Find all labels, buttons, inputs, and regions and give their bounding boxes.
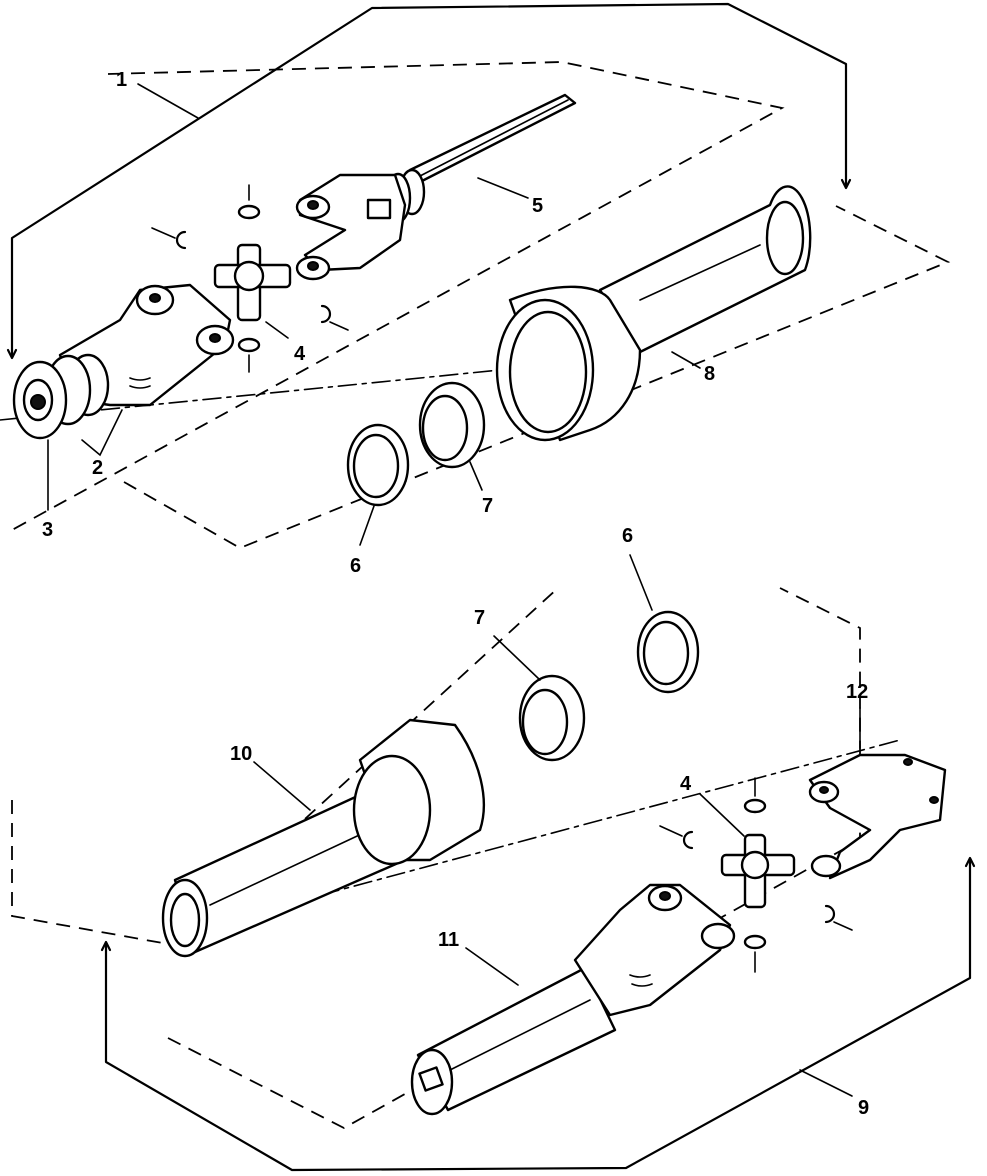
ujoint-cross-part-4-upper (151, 184, 349, 373)
snap-ring-part-6-upper (346, 423, 410, 507)
callout-3: 3 (42, 519, 53, 541)
callout-6-upper: 6 (350, 555, 361, 577)
bracket-assembly-9 (100, 856, 976, 1172)
ujoint-cross-part-4-lower (659, 777, 853, 973)
callout-8: 8 (704, 363, 715, 385)
leader-lines (47, 83, 861, 1097)
outer-tube-part-8 (495, 185, 812, 442)
callout-6-lower: 6 (622, 525, 633, 547)
callout-4-upper: 4 (294, 343, 306, 365)
callout-7-upper: 7 (482, 495, 493, 517)
callout-4-lower: 4 (680, 773, 692, 795)
callout-10: 10 (230, 743, 252, 765)
callout-7-lower: 7 (474, 607, 485, 629)
bracket-assembly-1 (6, 2, 852, 360)
callout-2: 2 (92, 457, 103, 479)
yoke-part-12 (808, 753, 947, 880)
callout-5: 5 (532, 195, 543, 217)
spline-shaft-part-5 (295, 93, 577, 281)
bearing-ring-part-7-lower (518, 674, 586, 762)
yoke-tube-part-11 (410, 883, 736, 1116)
end-cap-part-3 (12, 353, 110, 440)
callout-12: 12 (846, 681, 868, 703)
dashed-plane-upper-left (11, 61, 785, 531)
inner-tube-part-10 (161, 718, 486, 958)
callout-labels: 1 2 3 4 5 6 7 8 6 7 12 10 4 11 9 (42, 69, 869, 1119)
bearing-ring-part-7-upper (418, 381, 486, 469)
callout-9: 9 (858, 1097, 869, 1119)
callout-1: 1 (116, 69, 127, 91)
callout-11: 11 (438, 929, 459, 951)
snap-ring-part-6-lower (636, 610, 700, 694)
